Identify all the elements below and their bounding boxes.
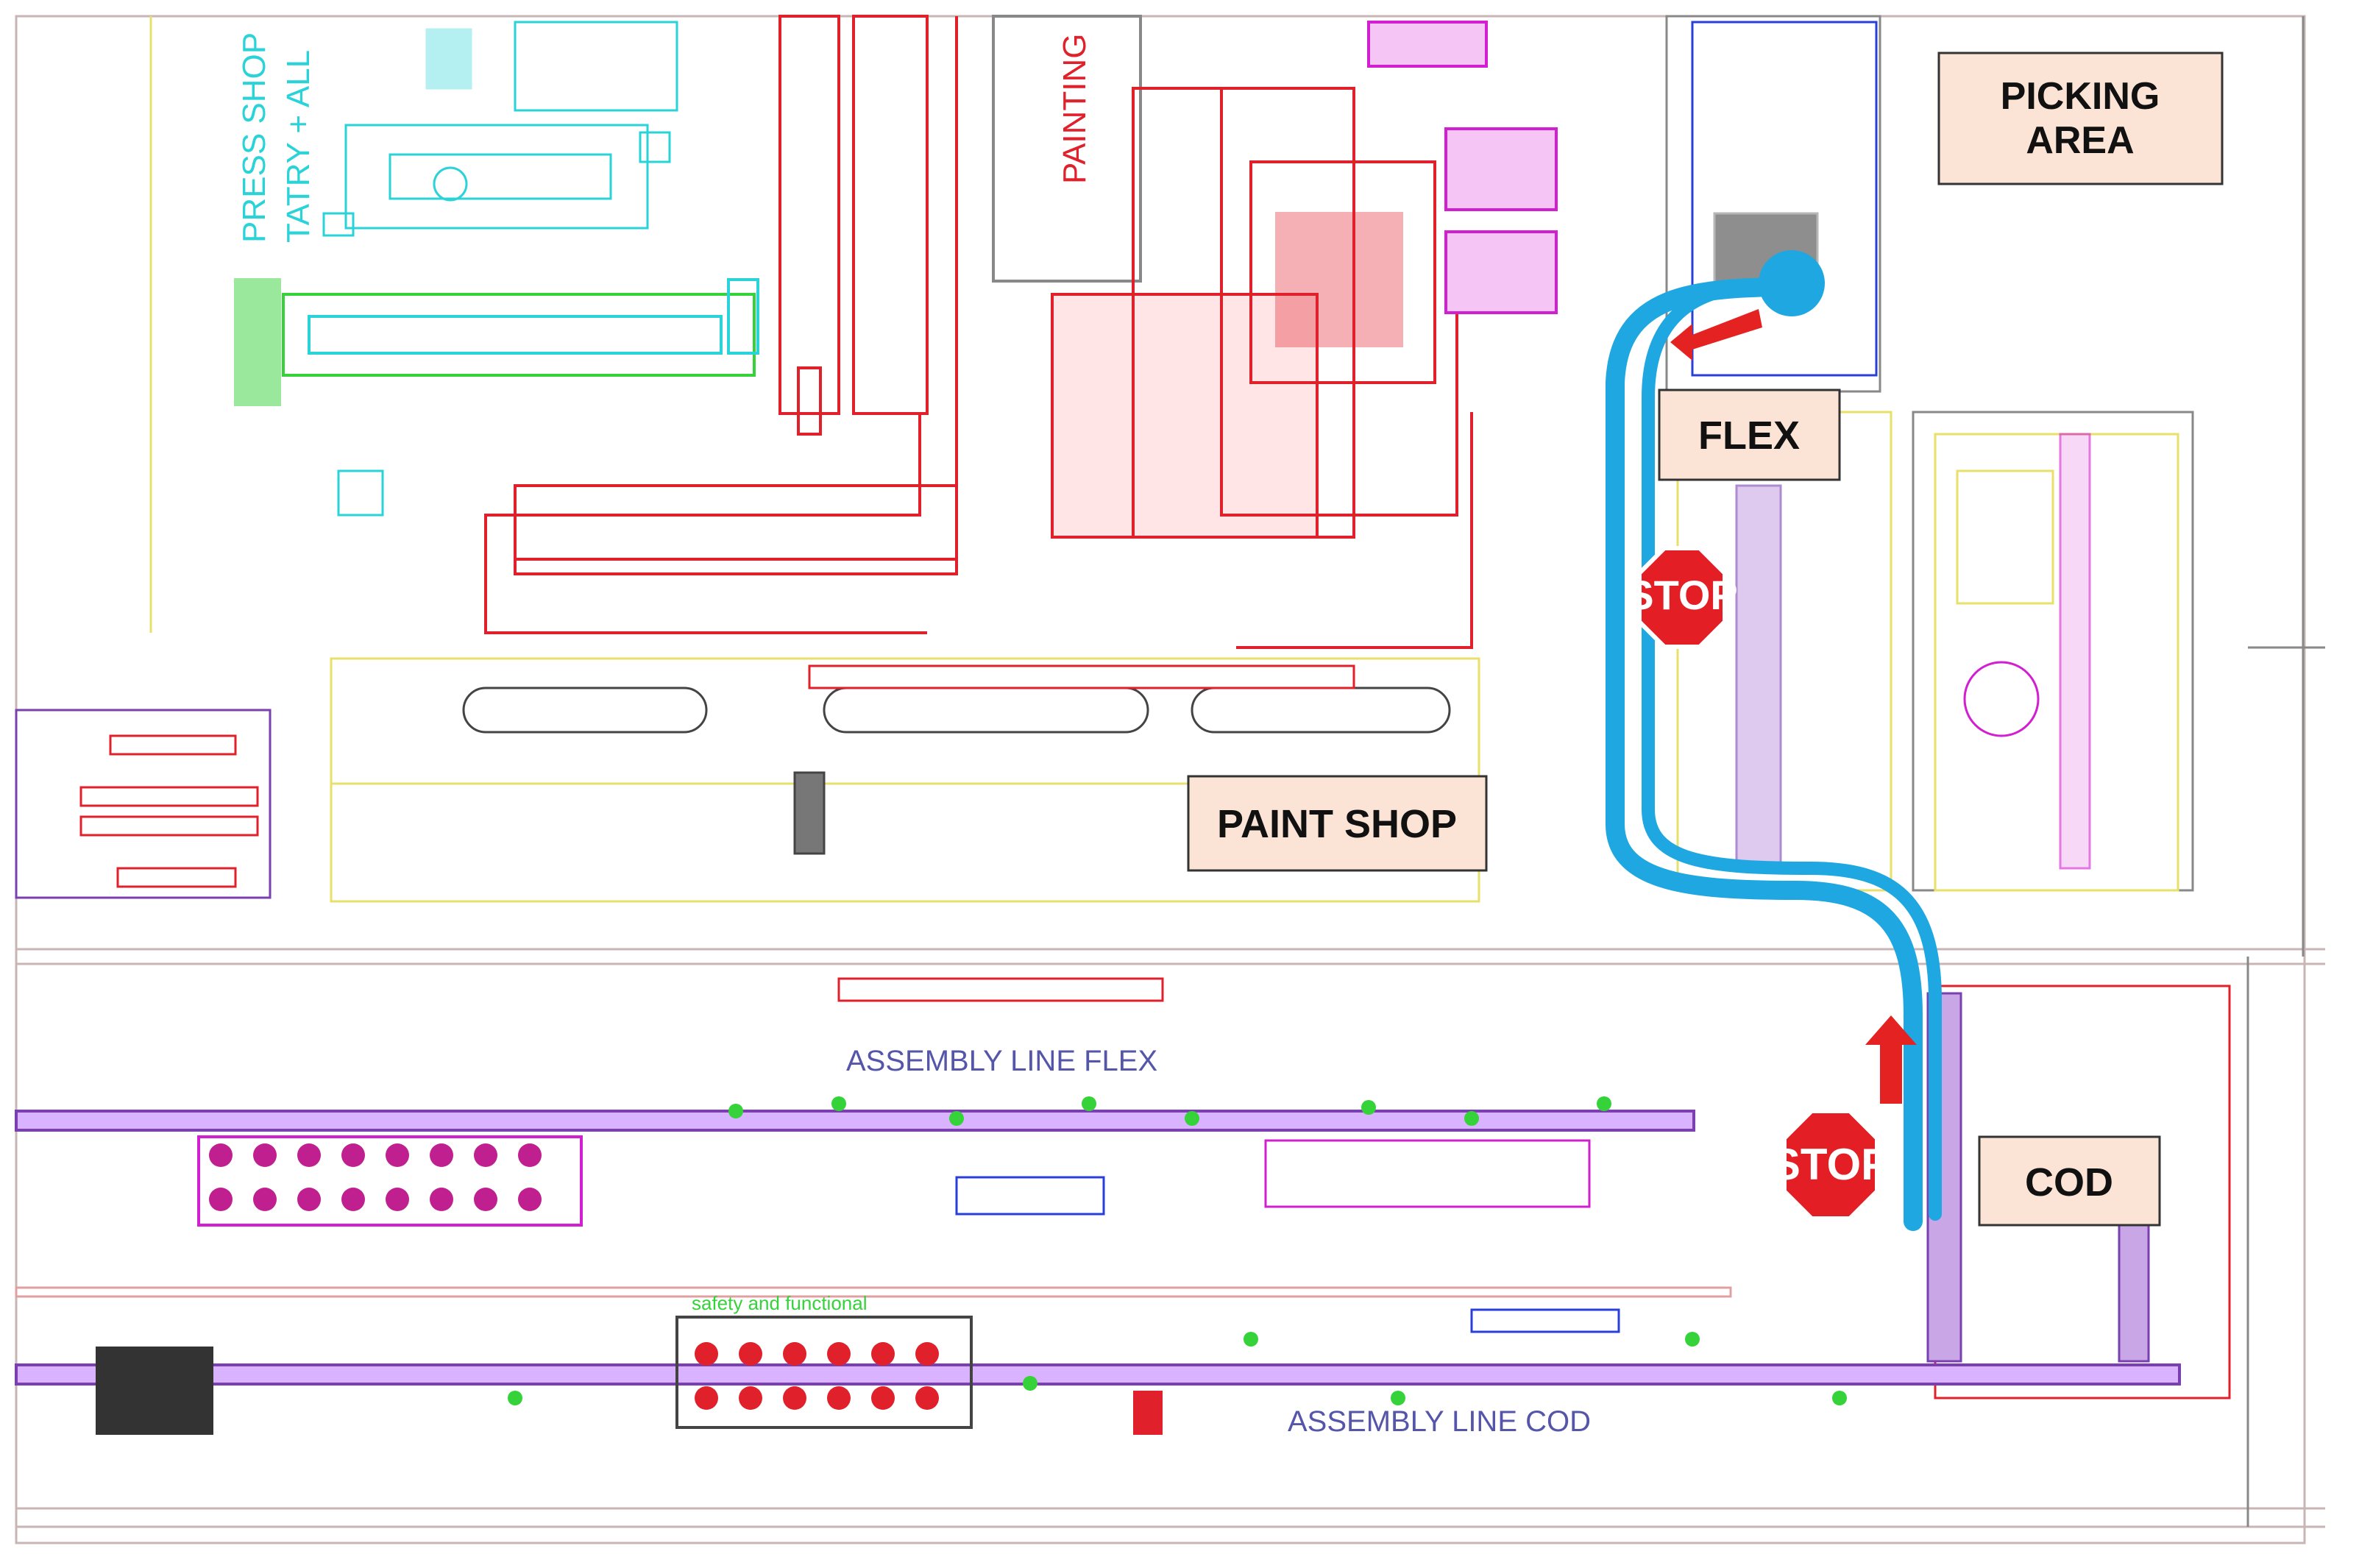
stop-sign-icon: STOP [1771,1109,1890,1221]
flex-label: FLEX [1658,389,1841,481]
paint-shop-label: PAINT SHOP [1187,775,1488,872]
stop-sign-icon: STOP [1626,546,1738,649]
route-arrow-icon [1670,309,1762,361]
stop-sign-label: STOP [1771,1140,1890,1189]
tatry-text: TATRY + ALL [280,50,316,243]
assembly-line-cod-text: ASSEMBLY LINE COD [1288,1405,1591,1438]
safety-text: safety and functional [692,1292,868,1314]
press-line-green [234,278,759,406]
picking-area-label: PICKING AREA [1937,52,2224,185]
left-block [15,709,272,899]
material-route [1606,277,1942,1231]
route-arrow-icon [1865,1015,1917,1104]
assembly-line-cod [15,1286,2181,1435]
picking-area-text-line2: AREA [2026,119,2134,162]
cod-text: COD [2025,1160,2113,1205]
assembly-line-flex-text: ASSEMBLY LINE FLEX [846,1045,1157,1077]
assembly-line-flex [15,977,1695,1227]
press-shop-area [322,21,678,517]
route-start-point [1759,250,1825,316]
cod-label: COD [1978,1135,2161,1227]
building-outline [15,15,2325,1544]
stop-sign-label: STOP [1626,572,1737,618]
press-shop-text: PRESS SHOP [236,32,272,243]
painting-text: PAINTING [1057,33,1093,184]
picking-area-text-line1: PICKING [2001,75,2160,118]
painting-area [484,15,1558,649]
flex-text: FLEX [1698,414,1800,458]
paint-shop-text: PAINT SHOP [1217,802,1457,846]
